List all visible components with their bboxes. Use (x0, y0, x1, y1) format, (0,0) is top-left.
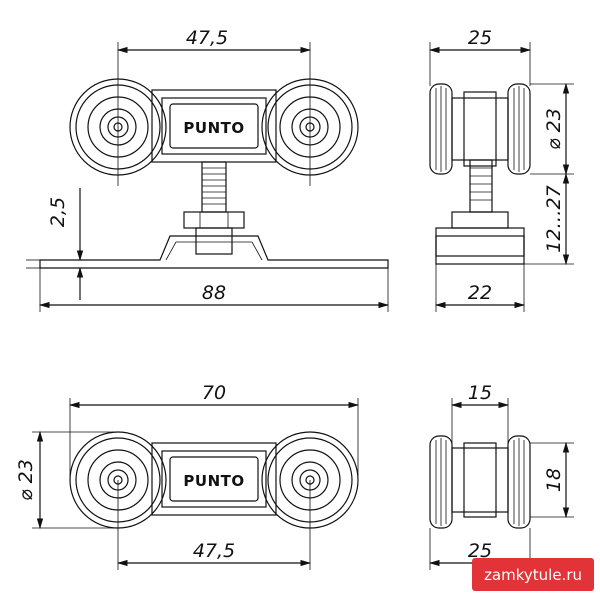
dim-side-height-label: 18 (543, 468, 565, 492)
dim-bottom-length-label: 70 (202, 382, 226, 404)
dim-bottom-spacing-label: 47,5 (193, 540, 235, 562)
dim-plate-thickness-label: 2,5 (47, 197, 69, 227)
dim-side-width-bottom-label: 25 (468, 540, 492, 562)
side-view-bottom (428, 398, 574, 570)
carriage-body (151, 89, 277, 163)
dim-wheel-diameter-bottom-label: ⌀ 23 (15, 459, 37, 501)
dim-wheel-diameter-top-label: ⌀ 23 (543, 108, 565, 150)
dim-side-width-top-label: 25 (468, 27, 492, 49)
mounting-plate (39, 235, 389, 269)
dim-height-range-label: 12…27 (543, 185, 565, 252)
watermark-text: zamkytule.ru (484, 566, 582, 584)
dim-top-spacing (116, 42, 312, 186)
front-view-top: PUNTO 47,5 (26, 27, 390, 312)
brand-label-bottom: PUNTO (183, 472, 244, 490)
bolt (201, 161, 227, 213)
brand-label: PUNTO (183, 119, 244, 137)
dim-plate-width-label: 22 (468, 282, 492, 304)
dim-top-spacing-label: 47,5 (186, 27, 228, 49)
dim-plate-thickness (26, 188, 84, 300)
side-view-top (428, 42, 574, 312)
front-view-bottom (32, 398, 360, 570)
dim-overall-length-label: 88 (202, 282, 226, 304)
dim-side-inner-width-label: 15 (468, 382, 492, 404)
nut (183, 211, 245, 255)
dim-overall-length (38, 268, 390, 312)
watermark-badge[interactable]: zamkytule.ru (472, 558, 594, 591)
